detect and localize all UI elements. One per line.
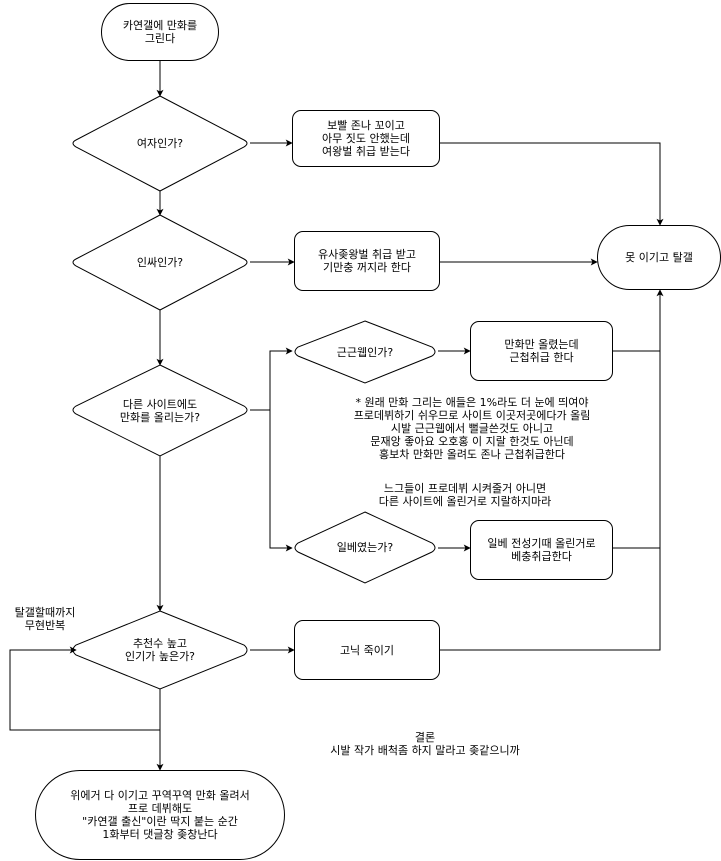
start-terminal: 카연갤에 만화를 그린다 (101, 3, 219, 61)
result-popular: 고닉 죽이기 (294, 620, 440, 680)
decision-ilbe: 일베였는가? (336, 541, 394, 554)
decision-female: 여자인가? (136, 137, 184, 150)
edge-other-split-ilbe (269, 410, 293, 552)
decision-shape-ilbe (294, 511, 436, 584)
result-insider: 유사좆왕벌 취급 받고 기만충 꺼지라 한다 (294, 231, 440, 291)
result-ilbe: 일베 전성기때 올린거로 베충취급한다 (470, 520, 613, 580)
loop-label: 탈갤할때까지 무현반복 (14, 606, 76, 632)
end-fail-terminal: 못 이기고 탈갤 (597, 225, 721, 290)
edge-popular-result-end (440, 289, 664, 651)
edge-other-split (250, 347, 293, 411)
decision-other-sites: 다른 사이트에도 만화를 올리는가? (119, 397, 201, 424)
result-geungeun: 만화만 올렸는데 근첩취급 한다 (470, 321, 613, 381)
result-female: 보빨 존나 꼬이고 아무 짓도 안했는데 여왕벌 취급 받는다 (292, 110, 440, 167)
decision-geungeun: 근근웹인가? (336, 345, 394, 359)
edge-loop (9, 646, 160, 731)
decision-insider: 인싸인가? (136, 256, 184, 269)
conclusion-note: 결론 시발 작가 배척좀 하지 말라고 좆같으니까 (330, 731, 520, 757)
end-final-terminal: 위에거 다 이기고 꾸역꾸역 만화 올려서 프로 데뷔해도 "카연갤 출신"이란… (35, 770, 285, 860)
edge-female-result-end (440, 142, 664, 226)
decision-popular: 추천수 높고 인기가 높은가? (124, 637, 196, 663)
decision-shape-geungeun (294, 320, 436, 384)
note-main: * 원래 만화 그리는 애들은 1%라도 더 눈에 띄여야 프로데뷔하기 쉬우므… (353, 396, 591, 461)
note-warning: 느그들이 프로데뷔 시켜줄거 아니면 다른 사이트에 올린거로 지랄하지마라 (378, 482, 552, 508)
